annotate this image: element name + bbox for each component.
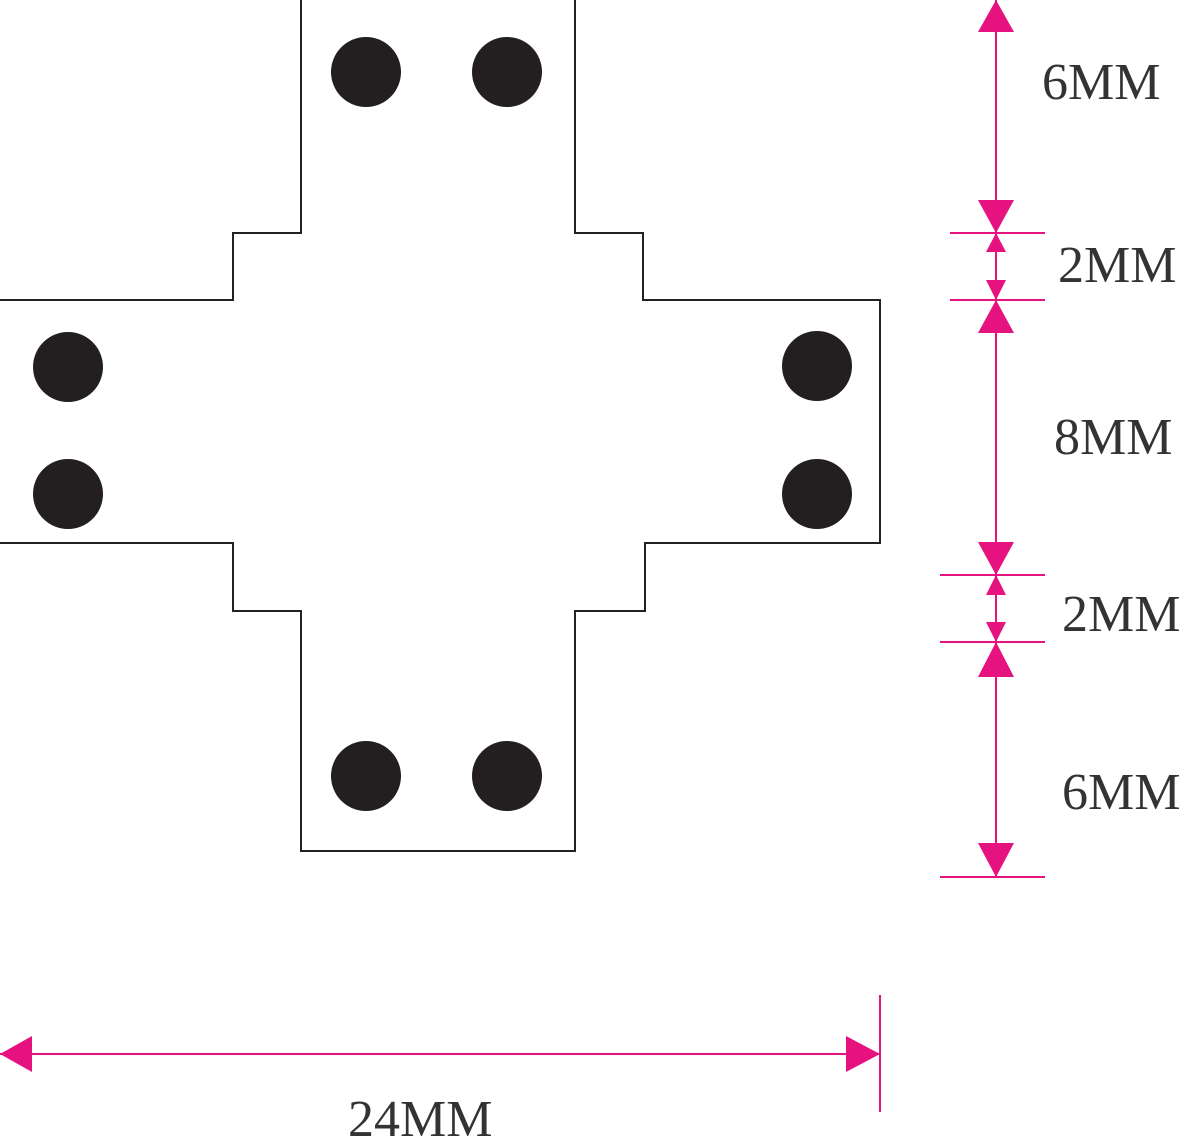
label-bottom-arm: 6MM [1062, 764, 1180, 821]
label-top-arm: 6MM [1042, 54, 1160, 111]
vertical-dimension-lines [940, 0, 1045, 878]
arrow-down-icon [978, 542, 1014, 575]
contact-pad [782, 331, 852, 401]
label-center: 8MM [1054, 409, 1172, 466]
label-lower-step: 2MM [1062, 586, 1180, 643]
horizontal-dimension-lines [0, 995, 881, 1112]
contact-pad [782, 459, 852, 529]
arrow-up-icon [978, 300, 1014, 333]
contact-pad [33, 459, 103, 529]
contact-pad [331, 741, 401, 811]
arrow-down-icon [986, 622, 1006, 642]
arrow-left-icon [0, 1036, 32, 1072]
arrow-down-icon [978, 200, 1014, 233]
contact-pad [33, 332, 103, 402]
arrow-up-icon [978, 0, 1014, 32]
arrow-up-icon [986, 233, 1006, 252]
label-upper-step: 2MM [1058, 237, 1176, 294]
arrow-down-icon [978, 843, 1014, 877]
arrow-right-icon [846, 1036, 880, 1072]
contact-pads [33, 37, 852, 811]
arrow-up-icon [978, 642, 1014, 677]
contact-pad [472, 37, 542, 107]
arrow-down-icon [986, 280, 1006, 300]
cross-connector-outline [0, 0, 881, 852]
contact-pad [472, 741, 542, 811]
label-width: 24MM [348, 1091, 492, 1140]
contact-pad [331, 37, 401, 107]
arrow-up-icon [986, 575, 1006, 595]
